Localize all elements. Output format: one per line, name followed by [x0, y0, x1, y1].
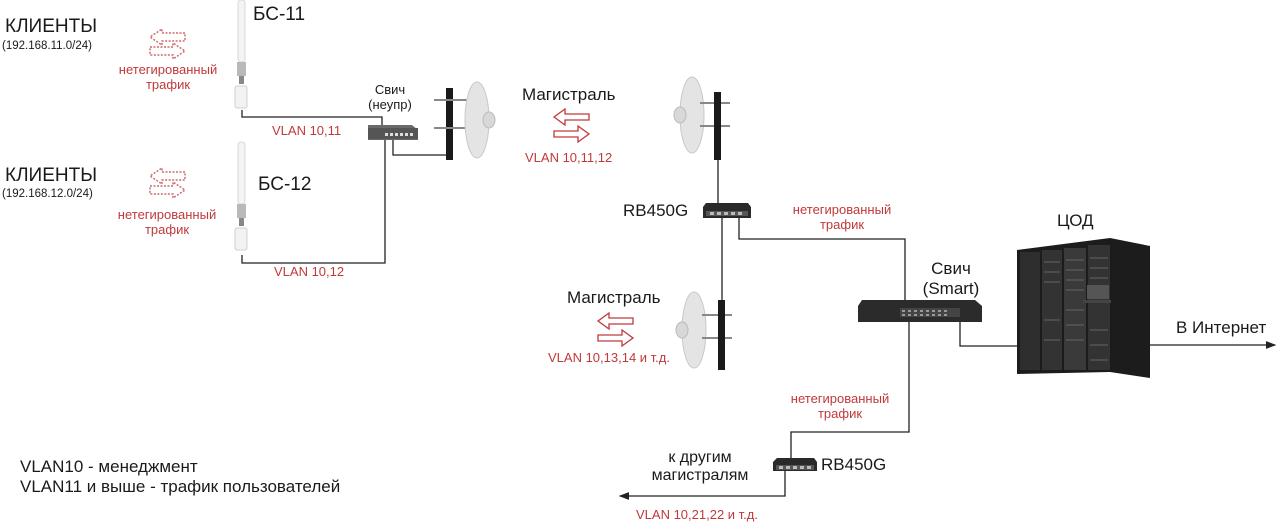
router2-vlan-label: VLAN 10,21,22 и т.д. [636, 507, 758, 522]
datacenter-racks-icon [1017, 238, 1150, 378]
link-router1-smartswitch [738, 218, 906, 305]
legend: VLAN10 - менеджмент VLAN11 и выше - траф… [20, 457, 340, 496]
unmanaged-switch-label: Свич (неупр) [362, 82, 418, 113]
clients-1-title: КЛИЕНТЫ [5, 16, 98, 37]
router-rb450g-1-icon [703, 203, 751, 218]
router2-label: RB450G [821, 455, 887, 474]
smart-switch-label-line2: (Smart) [922, 278, 980, 298]
other-backbones-line2: магистралям [651, 467, 749, 485]
router1-traffic-label: нетегированный трафик [782, 202, 902, 233]
legend-line-management: VLAN10 - менеджмент [20, 457, 198, 476]
omni-antenna-bs12-icon [234, 141, 248, 251]
router-rb450g-2-icon [773, 458, 817, 471]
bs11-traffic-line2: трафик [145, 76, 191, 92]
clients-1-subnet: (192.168.11.0/24) [2, 40, 92, 52]
smart-switch-label-line1: Свич [931, 259, 971, 278]
omni-antenna-bs11-icon [234, 0, 248, 109]
link-switch-dish1 [392, 138, 446, 156]
clients-2-title: КЛИЕНТЫ [5, 165, 98, 186]
bs12-traffic-line1: нетегированный [117, 207, 217, 222]
bs12-label: БС-12 [258, 174, 312, 195]
datacenter-label: ЦОД [1057, 211, 1094, 230]
link-smartswitch-router2 [790, 320, 910, 458]
unmanaged-switch-label-line2: (неупр) [368, 96, 412, 112]
smart-switch-label: Свич (Smart) [913, 259, 989, 298]
router1-label: RB450G [623, 201, 689, 220]
traffic-arrows-backbone1-icon [552, 107, 591, 144]
link-bs12-switch [241, 138, 386, 264]
other-backbones-label: к другим магистралям [640, 449, 760, 486]
traffic-arrows-bs11-icon [148, 27, 187, 61]
router2-traffic-label: нетегированный трафик [780, 391, 900, 422]
unmanaged-switch-icon [368, 125, 418, 140]
other-backbones-line1: к другим [668, 449, 732, 466]
link-bs11-switch [241, 110, 383, 128]
bs11-traffic-line1: нетегированный [118, 62, 218, 77]
clients-2-subnet: (192.168.12.0/24) [2, 188, 93, 200]
router2-traffic-line1: нетегированный [790, 391, 890, 406]
internet-label: В Интернет [1176, 318, 1267, 337]
smart-switch-icon [858, 300, 982, 322]
router1-traffic-line2: трафик [819, 216, 865, 232]
bs11-label: БС-11 [253, 4, 306, 25]
traffic-arrows-backbone2-icon [596, 311, 635, 348]
legend-line-user-traffic: VLAN11 и выше - трафик пользователей [20, 476, 341, 496]
dish-antenna-backbone3-icon [675, 291, 732, 370]
link-router2-other [618, 470, 786, 500]
dish-antenna-backbone2-icon [673, 76, 730, 160]
dish-antenna-backbone1-icon [434, 81, 496, 160]
backbone2-vlan-label: VLAN 10,13,14 и т.д. [548, 350, 670, 365]
backbone1-label: Магистраль [522, 85, 616, 104]
link-smartswitch-dc [959, 320, 1018, 347]
bs12-traffic-label: нетегированный трафик [117, 207, 217, 238]
router2-traffic-line2: трафик [817, 405, 863, 421]
bs11-traffic-label: нетегированный трафик [118, 62, 218, 93]
bs12-traffic-line2: трафик [144, 221, 190, 237]
bs12-vlan-label: VLAN 10,12 [274, 264, 345, 279]
backbone2-label: Магистраль [567, 288, 661, 307]
unmanaged-switch-label-line1: Свич [374, 82, 406, 97]
router1-traffic-line1: нетегированный [792, 202, 892, 217]
backbone1-vlan-label: VLAN 10,11,12 [525, 150, 613, 165]
traffic-arrows-bs12-icon [148, 166, 187, 200]
bs11-vlan-label: VLAN 10,11 [272, 123, 342, 138]
